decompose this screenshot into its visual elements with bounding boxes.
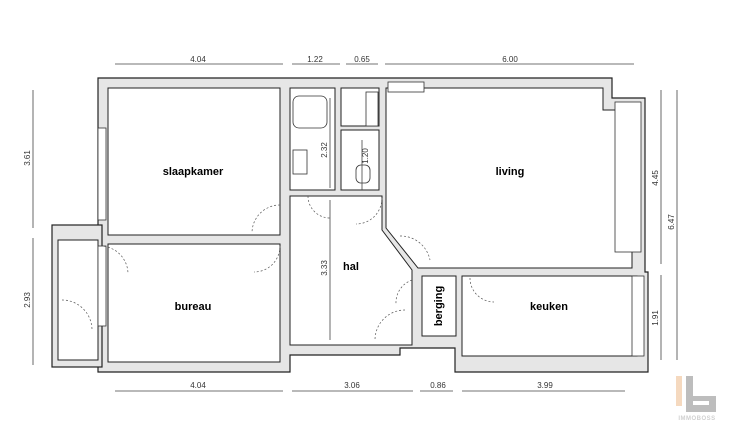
dim-right-3: 1.91 <box>651 310 660 326</box>
dimension-lines <box>32 63 678 392</box>
label-slaapkamer: slaapkamer <box>163 166 224 178</box>
immoboss-logo: IMMOBOSS <box>676 376 716 422</box>
dim-right-2: 6.47 <box>667 214 676 230</box>
doors <box>61 195 495 341</box>
label-hal: hal <box>343 261 359 273</box>
dim-right-1: 4.45 <box>651 170 660 186</box>
dim-top-1: 4.04 <box>190 55 206 64</box>
dim-top-2: 1.22 <box>307 55 323 64</box>
room-bureau <box>107 243 281 363</box>
dim-left-2: 2.93 <box>23 292 32 308</box>
dim-bottom-2: 3.06 <box>344 381 360 390</box>
dimension-labels: 4.04 1.22 0.65 6.00 4.04 3.06 0.86 3.99 … <box>23 55 676 390</box>
label-bureau: bureau <box>175 301 212 313</box>
svg-text:IMMOBOSS: IMMOBOSS <box>678 416 715 422</box>
label-living: living <box>496 166 525 178</box>
room-keuken <box>461 275 638 357</box>
room-living <box>385 87 633 269</box>
room-labels: slaapkamer living hal bureau keuken berg… <box>163 166 569 326</box>
room-berging <box>421 275 457 337</box>
dim-inner-2: 1.20 <box>361 148 370 164</box>
label-berging: berging <box>433 286 445 326</box>
dim-bottom-4: 3.99 <box>537 381 553 390</box>
fixtures <box>292 81 425 184</box>
sink-icon <box>292 149 308 175</box>
dim-inner-1: 2.32 <box>320 142 329 158</box>
shaft-icon <box>365 91 379 127</box>
dim-bottom-3: 0.86 <box>430 381 446 390</box>
room-balcony <box>57 239 99 361</box>
label-keuken: keuken <box>530 301 568 313</box>
dim-top-4: 6.00 <box>502 55 518 64</box>
windows <box>97 101 645 357</box>
toilet-icon <box>355 164 371 184</box>
room-hal <box>289 195 413 346</box>
dim-top-3: 0.65 <box>354 55 370 64</box>
dim-inner-3: 3.33 <box>320 260 329 276</box>
rooms <box>57 87 638 363</box>
dim-bottom-1: 4.04 <box>190 381 206 390</box>
bathtub-icon <box>292 95 328 129</box>
room-slaapkamer <box>107 87 281 236</box>
stove-icon <box>387 81 425 93</box>
dim-left-1: 3.61 <box>23 150 32 166</box>
